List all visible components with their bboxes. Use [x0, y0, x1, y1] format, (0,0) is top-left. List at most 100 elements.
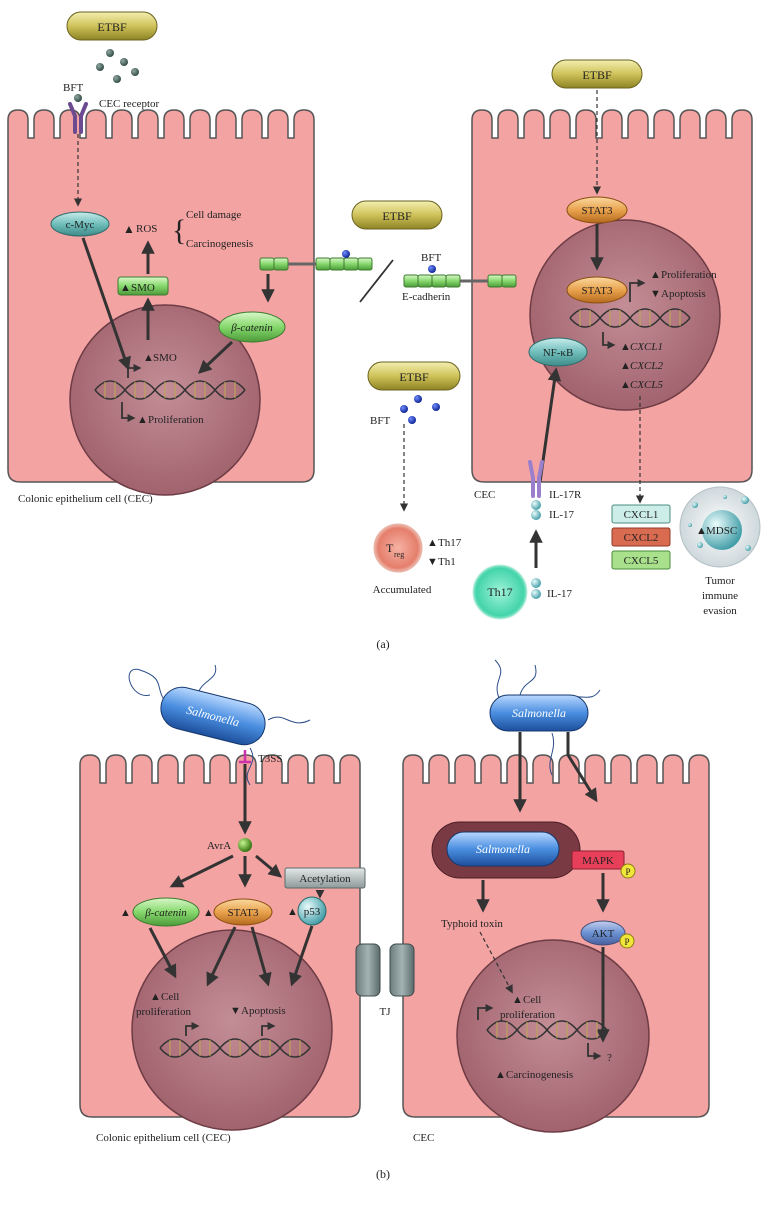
bft-toxin-particle [74, 94, 82, 102]
akt-label: AKT [592, 928, 615, 940]
proliferation-label: Proliferation [148, 414, 204, 426]
cec-label: CEC [474, 489, 495, 501]
cec-label: CEC [413, 1132, 434, 1144]
tumor-label: Tumor [705, 575, 735, 587]
brace: { [172, 214, 186, 247]
phosphate-label: P [624, 937, 629, 947]
smo-label: SMO [131, 282, 155, 294]
il-17-particle [531, 500, 541, 510]
beta-catenin-label: β-catenin [144, 907, 187, 919]
tight-junction-right [389, 943, 415, 997]
stat3-label: STAT3 [582, 285, 613, 297]
mapk-kinase [571, 850, 625, 870]
nf-kb-label: NF-κB [543, 347, 574, 359]
e-cadherin-complex-right [403, 274, 517, 288]
down-arrowhead: ▼ [427, 556, 438, 568]
il-17-particle [531, 578, 541, 588]
cleavage-slash [359, 259, 394, 303]
bft-toxin-particle [428, 265, 436, 273]
etbf-bacterium [66, 11, 158, 41]
e-cadherin-complex-left [259, 257, 373, 271]
c-myc-label: c-Myc [66, 219, 95, 231]
proliferation-label: proliferation [500, 1009, 555, 1021]
salmonella-bacterium [489, 694, 589, 732]
cxcl1-chemokine [611, 504, 671, 524]
il-17r-receptor-icon [528, 460, 544, 498]
arrow [206, 926, 237, 987]
arrow [250, 926, 272, 987]
t3ss-injector [239, 750, 251, 764]
mapk-label: MAPK [582, 855, 614, 867]
nf-kb-protein [528, 337, 588, 367]
smo-gene-label: SMO [153, 352, 177, 364]
up-arrowhead: ▲ [650, 269, 661, 281]
etbf-bacterium [551, 59, 643, 89]
akt-kinase [580, 920, 626, 946]
typhoid-toxin-label: Typhoid toxin [441, 918, 503, 930]
salmonella-label: Salmonella [512, 706, 566, 720]
unknown-outcome-label: ? [607, 1052, 612, 1064]
apoptosis-label: Apoptosis [661, 288, 706, 300]
flagella [128, 664, 311, 786]
evasion-label: evasion [703, 605, 737, 617]
th17-cell-label: Th17 [487, 585, 512, 599]
tight-junction-left [355, 943, 381, 997]
up-arrowhead: ▲ [620, 379, 631, 391]
proliferation-label: Proliferation [661, 269, 717, 281]
up-arrowhead: ▲ [287, 906, 298, 918]
up-arrowhead: ▲ [120, 907, 131, 919]
transcription-arrow [587, 1043, 602, 1061]
cxcl2-gene-label: CXCL2 [630, 360, 664, 372]
acetylation-label: Acetylation [299, 873, 351, 885]
carcinogenesis-label: Carcinogenesis [186, 238, 253, 250]
arrow [566, 732, 598, 803]
etbf-label: ETBF [97, 20, 127, 34]
cell-label: Cell [523, 994, 541, 1006]
dna-helix [159, 1038, 311, 1058]
transcription-arrow [127, 363, 142, 378]
cec-receptor-icon [68, 102, 88, 134]
up-arrowhead: ▲ [120, 282, 131, 294]
mdsc-label: MDSC [706, 525, 737, 537]
phosphate-group [619, 933, 635, 949]
il-17-particle [531, 589, 541, 599]
down-arrowhead: ▼ [230, 1005, 241, 1017]
acetylation-box [284, 867, 366, 889]
beta-catenin-label: β-catenin [230, 322, 273, 334]
up-arrowhead: ▲ [620, 341, 631, 353]
stat3-protein [566, 276, 628, 304]
nucleus [131, 929, 333, 1131]
cell-label: Cell [161, 991, 179, 1003]
up-arrowhead: ▲ [150, 991, 161, 1003]
stat3-protein [213, 898, 273, 926]
dna-helix [94, 380, 246, 400]
avra-effector [238, 838, 252, 852]
transcription-arrow [477, 1003, 494, 1020]
dna-helix [486, 1020, 608, 1040]
cxcl1-gene-label: CXCL1 [630, 341, 663, 353]
panel-b-label: (b) [376, 1167, 390, 1181]
dna-helix [569, 308, 691, 328]
etbf-bacterium [351, 200, 443, 230]
bft-toxin-particle [342, 250, 350, 258]
p53-protein [297, 896, 327, 926]
transcription-arrow [185, 1021, 200, 1036]
th1-label: Th1 [438, 556, 456, 568]
up-arrowhead: ▲ [137, 414, 148, 426]
proliferation-label: proliferation [136, 1006, 191, 1018]
up-arrowhead: ▲ [123, 222, 135, 236]
transcription-arrow [629, 278, 646, 302]
phosphate-group [620, 863, 636, 879]
il-17-label: IL-17 [547, 588, 573, 600]
bft-label: BFT [421, 252, 441, 264]
p53-label: p53 [304, 906, 321, 918]
il-17-label: IL-17 [549, 509, 575, 521]
up-arrowhead: ▲ [203, 907, 214, 919]
up-arrowhead: ▲ [427, 537, 438, 549]
il-17-particle [531, 510, 541, 520]
cell-damage-label: Cell damage [186, 209, 241, 221]
beta-catenin-protein [132, 897, 200, 927]
etbf-label: ETBF [382, 209, 412, 223]
cxcl2-chemokine [611, 527, 671, 547]
